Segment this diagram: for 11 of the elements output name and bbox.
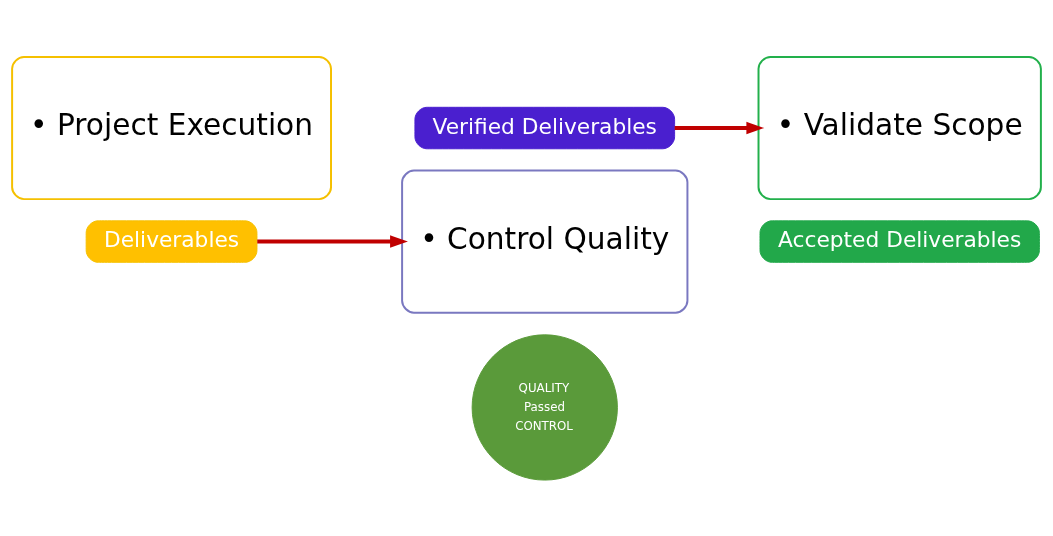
- node-box: Verified Deliverables: [414, 106, 676, 149]
- node-box: • Project Execution: [11, 55, 332, 200]
- label: Passed: [524, 399, 565, 414]
- label: QUALITY: [518, 380, 570, 395]
- arrow: [257, 234, 408, 248]
- label: CONTROL: [515, 418, 573, 433]
- node-box: Accepted Deliverables: [759, 219, 1040, 263]
- node-box: Deliverables: [85, 219, 258, 263]
- node-box: • Validate Scope: [757, 55, 1042, 200]
- node-box: • Control Quality: [401, 169, 689, 314]
- arrow: [674, 121, 765, 134]
